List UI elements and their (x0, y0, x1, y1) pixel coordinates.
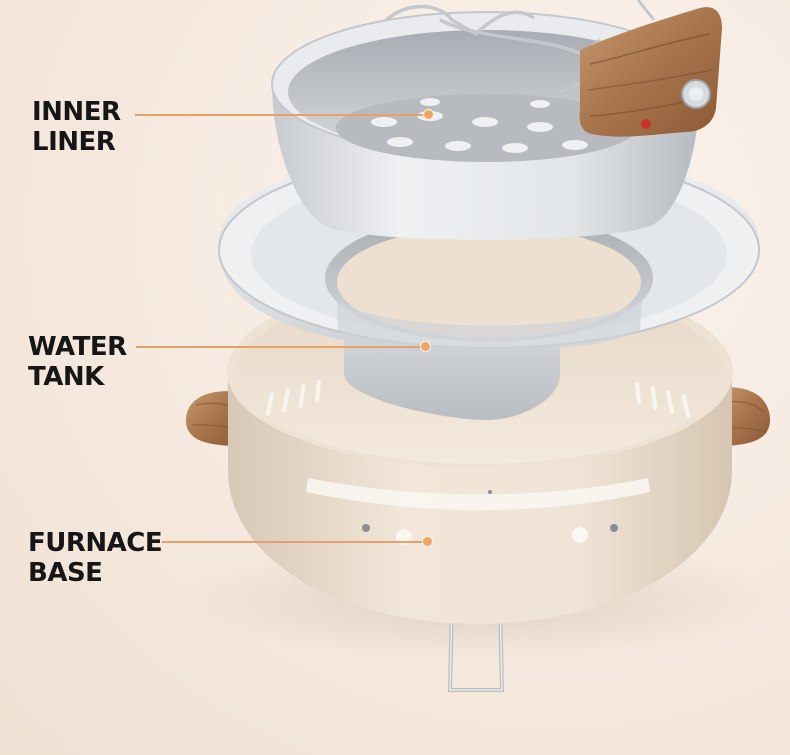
water-tank-callout-line (136, 346, 424, 348)
base-stand (447, 599, 505, 692)
water-tank-label: WATER TANK (28, 332, 127, 392)
inner-liner-callout-line (135, 114, 427, 116)
inner-liner-label-line2: LINER (32, 127, 116, 157)
furnace-base-callout-dot (422, 536, 433, 547)
water-tank-callout-dot (420, 341, 431, 352)
water-tank-label-line1: WATER (28, 332, 127, 362)
inner-liner-label-line1: INNER (32, 97, 121, 127)
furnace-base-callout-line (162, 541, 426, 543)
inner-liner (271, 0, 722, 240)
inner-liner-label: INNER LINER (32, 97, 121, 157)
furnace-base-label: FURNACE BASE (28, 528, 163, 588)
water-tank-label-line2: TANK (28, 362, 104, 392)
furnace-base-label-line1: FURNACE (28, 528, 163, 558)
furnace-base-label-line2: BASE (28, 558, 103, 588)
inner-liner-callout-dot (423, 109, 434, 120)
